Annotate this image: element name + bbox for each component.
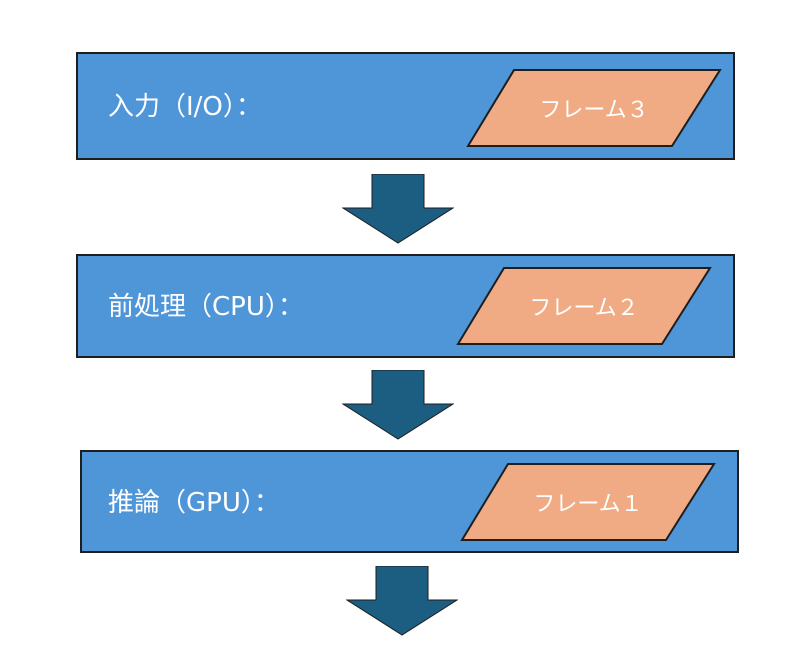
stage-gpu-box: 推論（GPU）： フレーム１ — [80, 450, 739, 553]
down-arrow-icon — [342, 174, 454, 244]
down-arrow-icon — [346, 566, 458, 636]
down-arrow-icon — [342, 370, 454, 440]
frame-3-shape — [466, 69, 722, 147]
frame-3-label: フレーム３ — [539, 98, 648, 123]
frame-2-label: フレーム２ — [529, 296, 638, 321]
frame-1-shape — [460, 463, 716, 541]
frame-2-shape — [456, 267, 712, 345]
stage-io-label: 入力（I/O）： — [108, 92, 262, 122]
stage-cpu-label: 前処理（CPU）： — [108, 292, 304, 322]
stage-io-box: 入力（I/O）： フレーム３ — [76, 52, 735, 160]
stage-gpu-label: 推論（GPU）： — [108, 488, 280, 518]
stage-cpu-box: 前処理（CPU）： フレーム２ — [76, 254, 735, 358]
frame-3-parallelogram: フレーム３ — [466, 69, 722, 147]
frame-1-label: フレーム１ — [533, 492, 642, 517]
frame-1-parallelogram: フレーム１ — [460, 463, 716, 541]
frame-2-parallelogram: フレーム２ — [456, 267, 712, 345]
